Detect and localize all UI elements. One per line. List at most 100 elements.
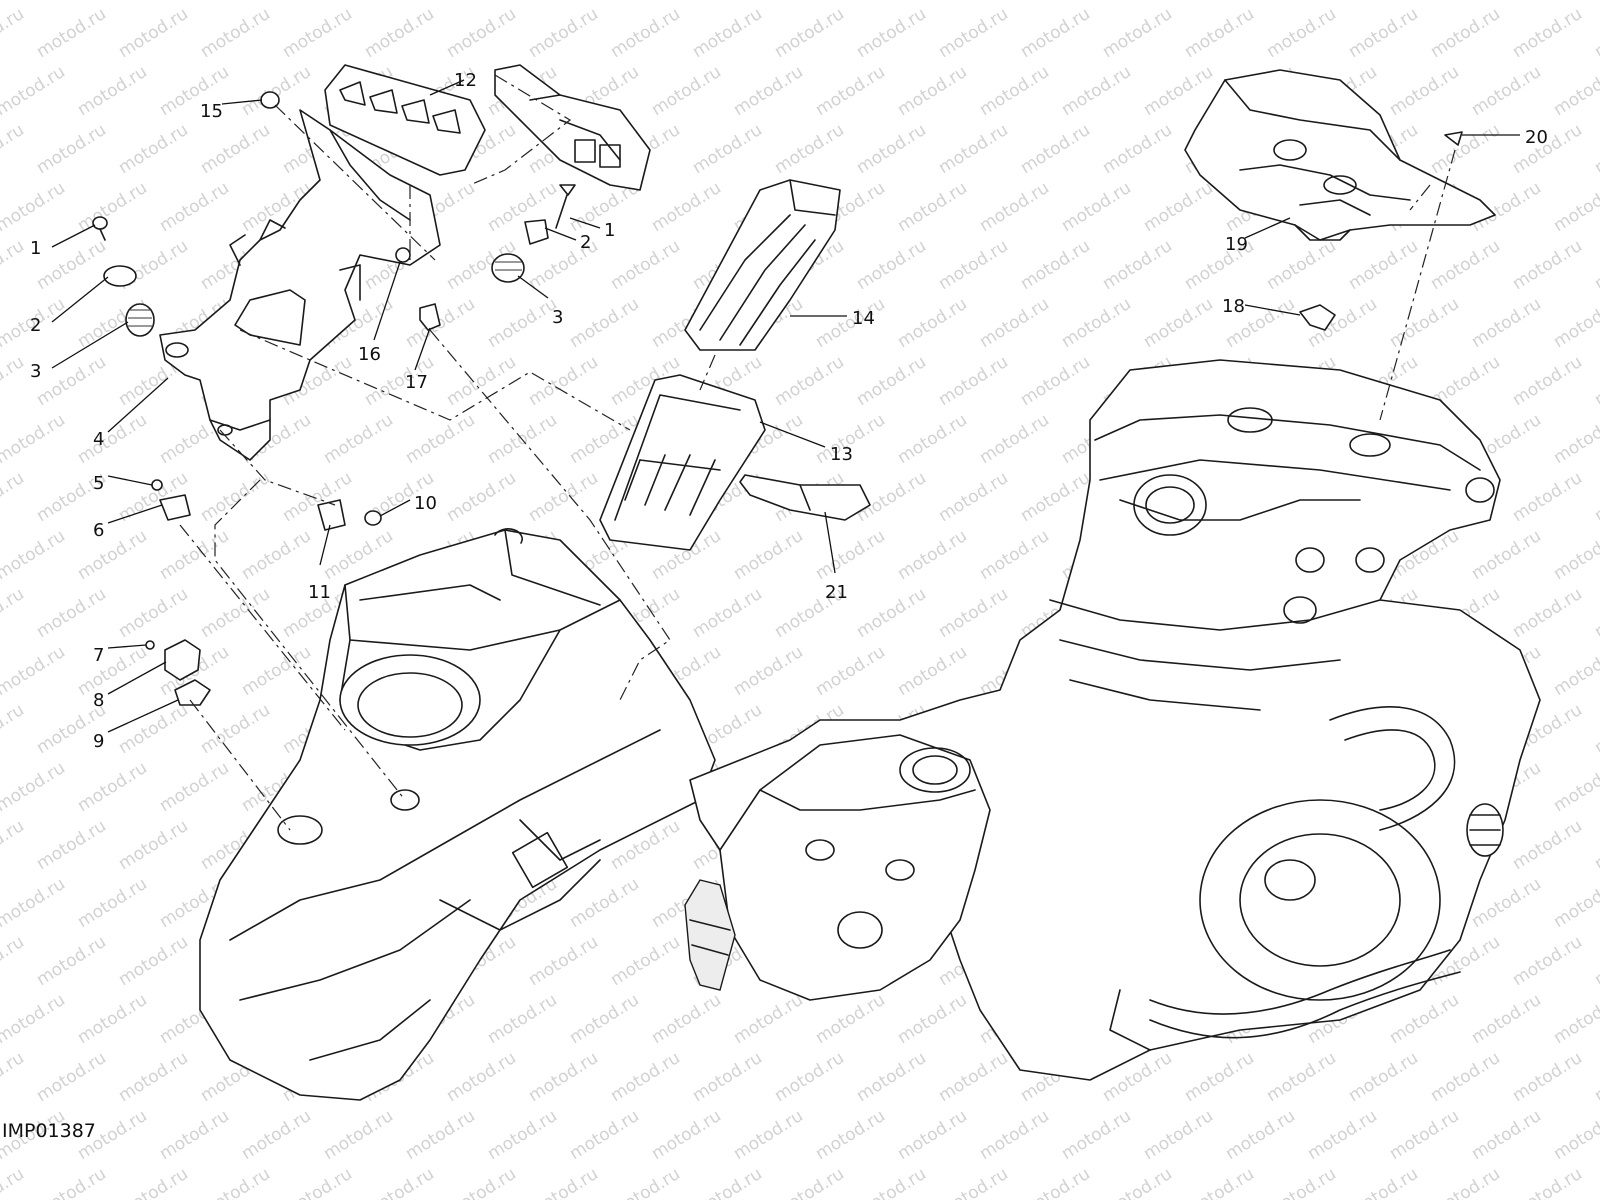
watermark-text: motod.ru	[402, 1106, 479, 1164]
watermark-text: motod.ru	[1509, 1048, 1586, 1106]
watermark-text: motod.ru	[566, 1106, 643, 1164]
watermark-text: motod.ru	[1550, 874, 1600, 932]
watermark-text: motod.ru	[1591, 932, 1600, 990]
watermark-text: motod.ru	[197, 4, 274, 62]
watermark-text: motod.ru	[1509, 932, 1586, 990]
watermark-text: motod.ru	[1550, 758, 1600, 816]
watermark-text: motod.ru	[1017, 4, 1094, 62]
watermark-text: motod.ru	[156, 0, 233, 4]
watermark-text: motod.ru	[1509, 1164, 1586, 1200]
watermark-text: motod.ru	[115, 816, 192, 874]
watermark-text: motod.ru	[853, 4, 930, 62]
watermark-text: motod.ru	[115, 1048, 192, 1106]
watermark-text: motod.ru	[1591, 584, 1600, 642]
watermark-text: motod.ru	[238, 0, 315, 4]
watermark-text: motod.ru	[976, 526, 1053, 584]
callout-6: 6	[93, 520, 104, 541]
watermark-text: motod.ru	[853, 1164, 930, 1200]
callout-15: 15	[200, 101, 223, 122]
watermark-text: motod.ru	[156, 178, 233, 236]
watermark-text: motod.ru	[0, 352, 28, 410]
watermark-text: motod.ru	[853, 1048, 930, 1106]
watermark-text: motod.ru	[443, 4, 520, 62]
watermark-text: motod.ru	[1468, 526, 1545, 584]
watermark-text: motod.ru	[1345, 1164, 1422, 1200]
watermark-text: motod.ru	[689, 120, 766, 178]
watermark-text: motod.ru	[566, 294, 643, 352]
watermark-text: motod.ru	[648, 990, 725, 1048]
fasteners	[92, 91, 1463, 706]
watermark-text: motod.ru	[935, 236, 1012, 294]
watermark-text: motod.ru	[894, 178, 971, 236]
watermark-text: motod.ru	[566, 0, 643, 4]
watermark-text: motod.ru	[156, 758, 233, 816]
watermark-text: motod.ru	[976, 178, 1053, 236]
watermark-text: motod.ru	[1345, 236, 1422, 294]
watermark-text: motod.ru	[33, 352, 110, 410]
watermark-text: motod.ru	[1140, 1106, 1217, 1164]
watermark-text: motod.ru	[115, 700, 192, 758]
watermark-text: motod.ru	[1345, 1048, 1422, 1106]
watermark-text: motod.ru	[320, 0, 397, 4]
watermark-text: motod.ru	[853, 352, 930, 410]
watermark-text: motod.ru	[0, 700, 28, 758]
watermark-text: motod.ru	[812, 0, 889, 4]
callout-14: 14	[852, 308, 875, 329]
watermark-text: motod.ru	[197, 584, 274, 642]
watermark-text: motod.ru	[238, 526, 315, 584]
watermark-text: motod.ru	[0, 874, 69, 932]
callout-16: 16	[358, 344, 381, 365]
watermark-text: motod.ru	[1591, 1048, 1600, 1106]
callout-4: 4	[93, 429, 104, 450]
watermark-text: motod.ru	[0, 0, 69, 4]
watermark-text: motod.ru	[238, 642, 315, 700]
watermark-text: motod.ru	[1550, 62, 1600, 120]
watermark-text: motod.ru	[607, 932, 684, 990]
watermark-text: motod.ru	[812, 62, 889, 120]
watermark-text: motod.ru	[607, 1048, 684, 1106]
watermark-text: motod.ru	[1017, 352, 1094, 410]
watermark-text: motod.ru	[279, 4, 356, 62]
watermark-text: motod.ru	[525, 4, 602, 62]
watermark-text: motod.ru	[1427, 236, 1504, 294]
watermark-text: motod.ru	[484, 1106, 561, 1164]
watermark-text: motod.ru	[1386, 0, 1463, 4]
watermark-text: motod.ru	[1386, 294, 1463, 352]
watermark-text: motod.ru	[320, 410, 397, 468]
watermark-text: motod.ru	[361, 1164, 438, 1200]
watermark-text: motod.ru	[74, 178, 151, 236]
watermark-text: motod.ru	[648, 62, 725, 120]
watermark-text: motod.ru	[74, 758, 151, 816]
watermark-text: motod.ru	[74, 0, 151, 4]
watermark-text: motod.ru	[33, 4, 110, 62]
watermark-text: motod.ru	[689, 1048, 766, 1106]
watermark-text: motod.ru	[197, 120, 274, 178]
watermark-text: motod.ru	[115, 932, 192, 990]
watermark-text: motod.ru	[730, 0, 807, 4]
connector-part	[494, 64, 651, 191]
watermark-text: motod.ru	[1181, 1048, 1258, 1106]
watermark-text: motod.ru	[935, 4, 1012, 62]
watermark-text: motod.ru	[1468, 62, 1545, 120]
watermark-text: motod.ru	[1386, 62, 1463, 120]
callout-1-right: 1	[604, 220, 615, 241]
callout-1-left: 1	[30, 238, 41, 259]
watermark-text: motod.ru	[1591, 1164, 1600, 1200]
watermark-text: motod.ru	[853, 584, 930, 642]
watermark-text: motod.ru	[1181, 1164, 1258, 1200]
callout-12: 12	[454, 70, 477, 91]
watermark-text: motod.ru	[648, 1106, 725, 1164]
watermark-text: motod.ru	[0, 120, 28, 178]
watermark-text: motod.ru	[0, 178, 69, 236]
watermark-text: motod.ru	[935, 120, 1012, 178]
watermark-text: motod.ru	[976, 410, 1053, 468]
watermark-text: motod.ru	[33, 1164, 110, 1200]
watermark-text: motod.ru	[1017, 468, 1094, 526]
watermark-text: motod.ru	[0, 990, 69, 1048]
watermark-text: motod.ru	[976, 0, 1053, 4]
watermark-text: motod.ru	[0, 584, 28, 642]
watermark-text: motod.ru	[1591, 4, 1600, 62]
watermark-text: motod.ru	[1099, 120, 1176, 178]
vent-cover-part	[324, 64, 486, 176]
watermark-text: motod.ru	[730, 62, 807, 120]
